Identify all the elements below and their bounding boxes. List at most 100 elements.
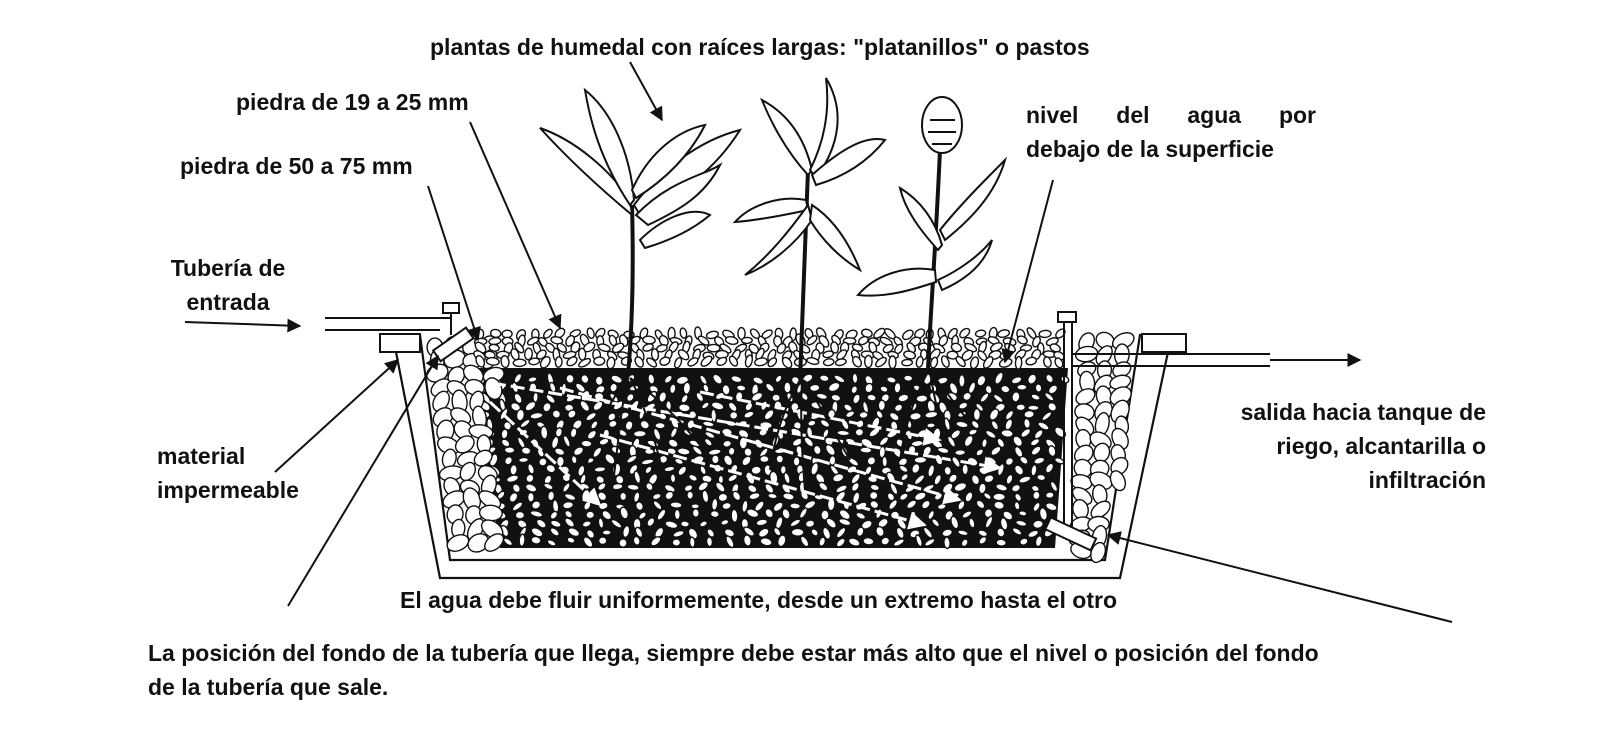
pebble bbox=[906, 342, 917, 354]
pebble bbox=[779, 464, 787, 475]
pebble bbox=[1049, 480, 1059, 493]
pebble bbox=[593, 466, 607, 473]
pebble bbox=[722, 439, 733, 448]
pebble bbox=[604, 453, 616, 465]
pebble bbox=[767, 492, 778, 500]
pebble bbox=[508, 491, 519, 503]
pebble bbox=[511, 483, 521, 494]
pebble bbox=[903, 350, 917, 360]
pebble bbox=[948, 473, 958, 484]
pebble bbox=[776, 534, 787, 548]
pebble bbox=[651, 492, 662, 501]
pebble bbox=[926, 422, 936, 429]
pebble bbox=[1073, 458, 1093, 479]
pebble bbox=[750, 391, 764, 402]
pebble bbox=[1034, 383, 1043, 393]
pebble bbox=[804, 519, 816, 529]
pebble bbox=[727, 446, 736, 456]
pebble bbox=[1011, 527, 1023, 536]
pebble bbox=[554, 356, 563, 368]
pebble bbox=[943, 536, 951, 550]
pebble bbox=[868, 490, 879, 501]
pebble bbox=[1044, 462, 1055, 474]
pebble bbox=[781, 508, 791, 520]
pebble bbox=[585, 411, 597, 422]
pebble bbox=[509, 464, 518, 476]
pebble bbox=[542, 401, 552, 413]
pebble bbox=[654, 421, 666, 430]
pebble bbox=[818, 481, 829, 492]
pebble bbox=[1038, 507, 1048, 521]
pebble bbox=[1042, 356, 1052, 368]
pebble bbox=[1032, 519, 1044, 530]
arrow-plants bbox=[629, 61, 663, 122]
pebble bbox=[774, 374, 783, 384]
pebble bbox=[551, 409, 562, 419]
pebble bbox=[1010, 376, 1023, 385]
pebble bbox=[530, 527, 544, 538]
pebble bbox=[943, 417, 951, 432]
pebble bbox=[578, 357, 592, 368]
pebble bbox=[729, 410, 739, 420]
pebble bbox=[686, 490, 695, 500]
pebble bbox=[519, 418, 531, 429]
pebble bbox=[863, 354, 873, 369]
pebble bbox=[742, 534, 752, 547]
basin-shell bbox=[379, 333, 1187, 580]
pebble bbox=[1000, 428, 1014, 438]
pebble bbox=[764, 382, 775, 393]
pebble bbox=[652, 500, 663, 511]
pebble bbox=[1090, 500, 1111, 519]
pebble bbox=[981, 437, 988, 449]
pebble bbox=[879, 385, 889, 393]
pebble bbox=[753, 438, 764, 450]
pebble bbox=[1018, 510, 1028, 517]
pebble bbox=[488, 343, 500, 352]
arrow-inlet bbox=[184, 318, 302, 333]
pebble bbox=[687, 527, 699, 540]
pebble bbox=[911, 462, 921, 475]
pebble bbox=[709, 509, 720, 519]
pebble bbox=[984, 515, 994, 529]
pebble bbox=[1045, 373, 1054, 384]
pebble bbox=[1036, 473, 1047, 482]
pebble bbox=[645, 482, 654, 492]
pebble bbox=[484, 533, 505, 552]
pebble bbox=[610, 374, 623, 384]
pebble bbox=[473, 449, 493, 467]
pebble bbox=[572, 446, 585, 457]
pebble bbox=[663, 374, 673, 384]
pebble bbox=[579, 399, 591, 413]
pebble bbox=[798, 507, 808, 519]
pebble bbox=[992, 492, 1006, 502]
pebble bbox=[724, 336, 739, 345]
pebble bbox=[836, 429, 851, 437]
pebble bbox=[822, 526, 832, 540]
pebble bbox=[524, 400, 537, 412]
pebble bbox=[1027, 529, 1040, 539]
label-outlet-line2: riego, alcantarilla o bbox=[1276, 433, 1486, 459]
pebble bbox=[606, 356, 616, 370]
pebble bbox=[667, 438, 679, 448]
pebble bbox=[656, 508, 667, 521]
pebble bbox=[1054, 357, 1064, 369]
pebble bbox=[827, 381, 841, 393]
pebble bbox=[677, 403, 691, 413]
pebble bbox=[983, 508, 994, 519]
pebble bbox=[547, 490, 556, 502]
pebble bbox=[674, 457, 684, 466]
pebble bbox=[535, 518, 547, 529]
pebble bbox=[880, 536, 891, 546]
pebble bbox=[679, 327, 688, 339]
pebble bbox=[924, 538, 936, 547]
pebble bbox=[543, 482, 554, 491]
pebble bbox=[500, 355, 510, 369]
pebble bbox=[963, 434, 974, 448]
label-outlet-line1: salida hacia tanque de bbox=[1240, 399, 1486, 425]
pebble bbox=[601, 529, 612, 536]
pebble bbox=[1111, 427, 1129, 450]
pebble bbox=[549, 510, 559, 520]
pebble bbox=[824, 444, 836, 457]
pebble bbox=[669, 426, 678, 439]
